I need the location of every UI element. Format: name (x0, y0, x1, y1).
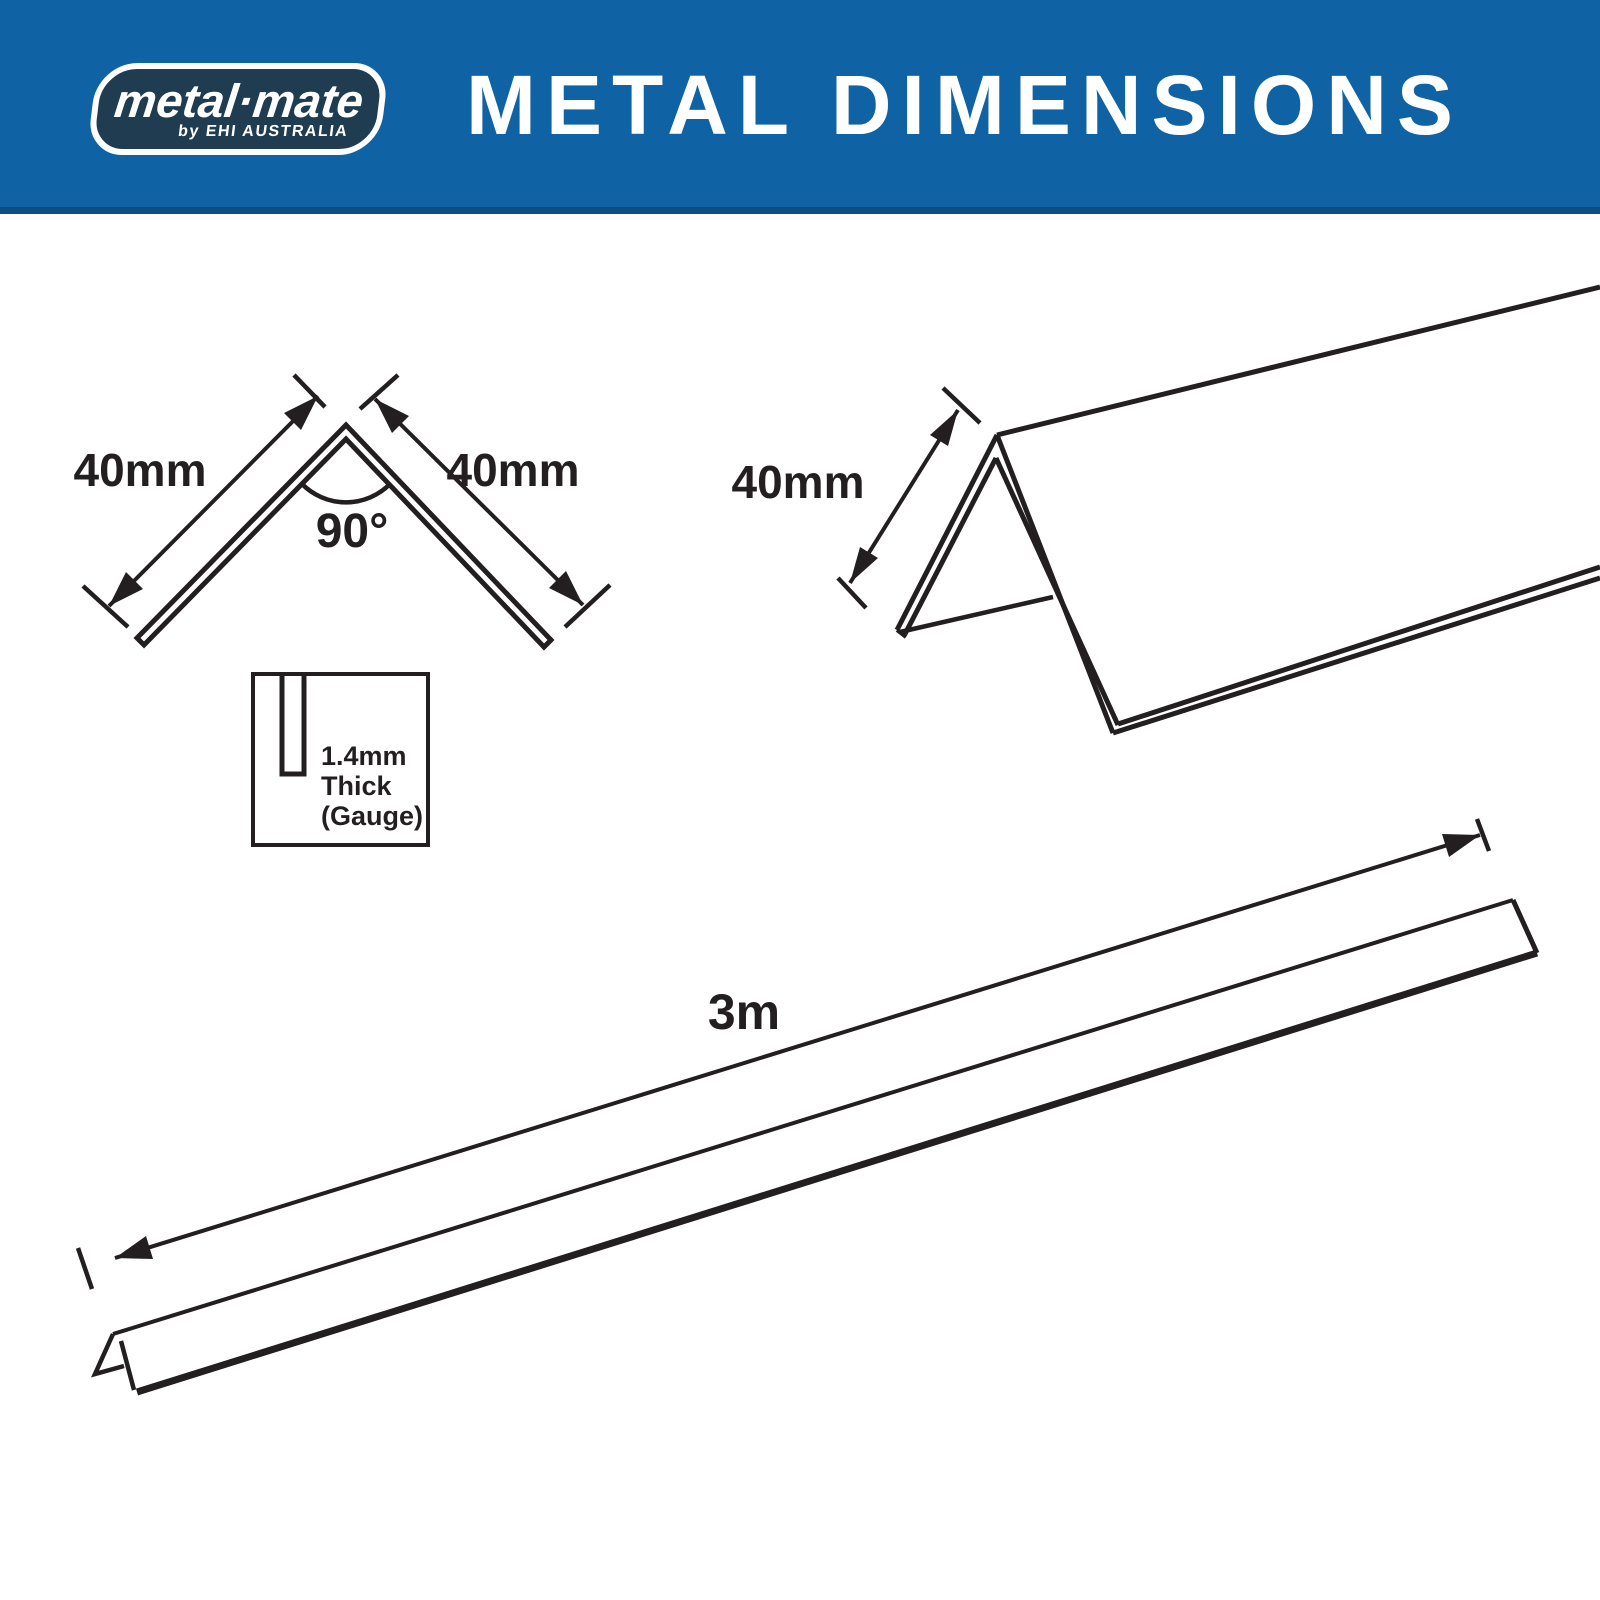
thickness-value: 1.4mm (321, 741, 407, 771)
cross-section-right-width-label: 40mm (446, 444, 580, 496)
length-label: 3m (707, 984, 781, 1040)
arrowhead (115, 1236, 153, 1259)
arrowhead (109, 572, 143, 606)
tick-mark (563, 583, 612, 629)
angle-label: 90° (315, 505, 389, 558)
cross-section-diagram (81, 373, 612, 651)
end-face-right-inner-edge (993, 456, 1121, 727)
dimension-line (114, 833, 1481, 1260)
detail-box-frame (251, 672, 430, 847)
arrowhead (284, 396, 318, 430)
profile-3d-view (836, 284, 1600, 736)
tick-mark (836, 576, 868, 610)
ridge-line (996, 284, 1600, 438)
tick-mark (358, 373, 400, 411)
thickness-note: 1.4mm Thick (Gauge) (321, 741, 423, 831)
tick-mark (1474, 818, 1492, 852)
arrowhead (375, 399, 409, 433)
strip-bottom-edge (135, 949, 1539, 1396)
header-bar: metal·mate by EHI AUSTRALIA METAL DIMENS… (0, 0, 1600, 214)
back-bottom-edge (899, 594, 1054, 635)
arrowhead (930, 410, 958, 446)
bottom-edge-outer (1112, 575, 1600, 736)
strip-top-edge (112, 898, 1514, 1336)
length-view (75, 818, 1540, 1396)
angle-arc (300, 482, 392, 505)
thickness-gauge: (Gauge) (321, 801, 424, 831)
profile-height-label: 40mm (731, 456, 865, 508)
bottom-edge-inner (1117, 564, 1600, 727)
arrowhead (1442, 834, 1480, 857)
gauge-slot (279, 676, 307, 777)
tick-mark (81, 584, 130, 629)
thickness-detail-box (251, 672, 430, 847)
strip-right-end-cap (1510, 898, 1540, 955)
dimension-line (373, 397, 585, 607)
page-title: METAL DIMENSIONS (466, 58, 1463, 152)
strip-left-end-face (90, 1333, 125, 1378)
arrowhead (850, 547, 878, 583)
arrowhead (549, 571, 583, 605)
tick-mark (292, 373, 327, 409)
dimension-line (107, 394, 320, 608)
tick-mark (941, 386, 982, 425)
angle-profile-outline (133, 421, 555, 651)
strip-left-end-inner-edge (118, 1340, 137, 1391)
end-face-left-inner-edge (902, 456, 999, 636)
thickness-word: Thick (321, 771, 392, 801)
tick-mark (75, 1247, 95, 1290)
cross-section-left-width-label: 40mm (73, 444, 207, 496)
end-face-left-outer-edge (894, 433, 1000, 632)
